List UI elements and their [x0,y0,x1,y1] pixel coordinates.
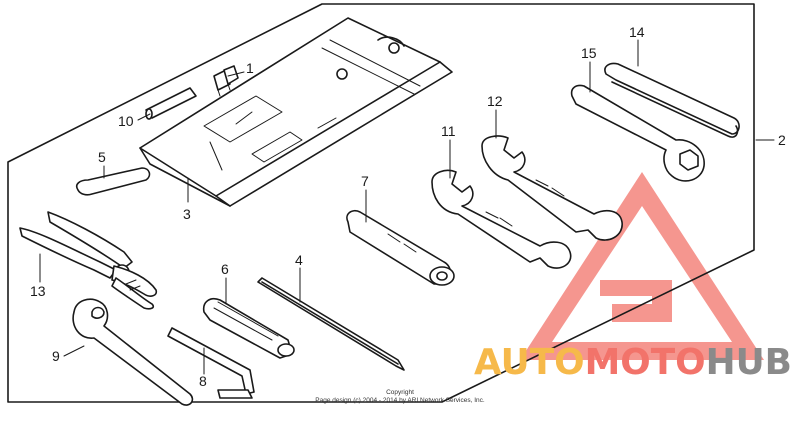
callout-6[interactable]: 6 [221,261,229,277]
leader-lines [39,39,775,375]
callout-3[interactable]: 3 [183,206,191,222]
callout-5[interactable]: 5 [98,149,106,165]
callout-4[interactable]: 4 [295,252,303,268]
tool-bag[interactable] [139,17,453,207]
plug-wrench[interactable] [346,209,455,286]
pin-spanner[interactable] [72,298,194,406]
copyright-label: Copyright [386,389,414,396]
watermark-moto: MOTO [585,342,706,383]
callout-9[interactable]: 9 [52,348,60,364]
copyright-notice: Page design (c) 2004 - 2014 by ARI Netwo… [315,397,485,404]
extension-bar[interactable] [604,62,740,138]
open-end-wrench-large[interactable] [481,135,623,241]
fuse[interactable] [213,65,239,97]
watermark-auto: AUTO [474,342,585,383]
callout-8[interactable]: 8 [199,373,207,389]
screwdriver-handle[interactable] [202,297,295,359]
kit-outline [7,3,755,403]
callout-2[interactable]: 2 [778,132,786,148]
callout-10[interactable]: 10 [118,113,134,129]
pliers[interactable] [19,211,158,310]
callout-15[interactable]: 15 [581,45,597,61]
screwdriver-grip[interactable] [75,167,151,196]
callout-1[interactable]: 1 [246,60,254,76]
open-end-wrench-small[interactable] [431,169,572,269]
box-wrench[interactable] [570,84,705,182]
hex-wrench[interactable] [167,327,255,399]
watermark-triangle [520,172,764,360]
callout-14[interactable]: 14 [629,24,645,40]
watermark-text: AUTOMOTOHUB [474,342,792,383]
callout-11[interactable]: 11 [441,123,456,139]
callout-13[interactable]: 13 [30,283,46,299]
callout-12[interactable]: 12 [487,93,503,109]
watermark-hub: HUB [706,342,792,383]
callout-7[interactable]: 7 [361,173,369,189]
screwdriver[interactable] [257,277,405,371]
pin-bar[interactable] [145,87,197,120]
